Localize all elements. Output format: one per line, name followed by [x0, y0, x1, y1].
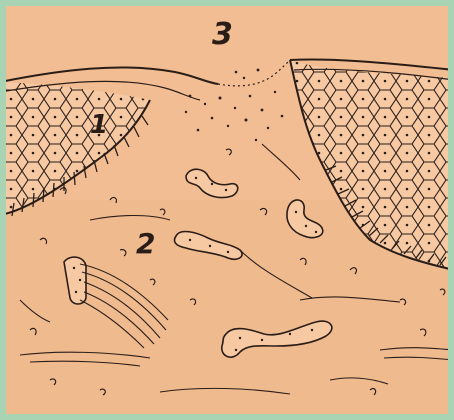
- marker-3: 3: [212, 20, 233, 50]
- marker-2: 2: [136, 230, 155, 258]
- marker-1: 1: [90, 112, 108, 138]
